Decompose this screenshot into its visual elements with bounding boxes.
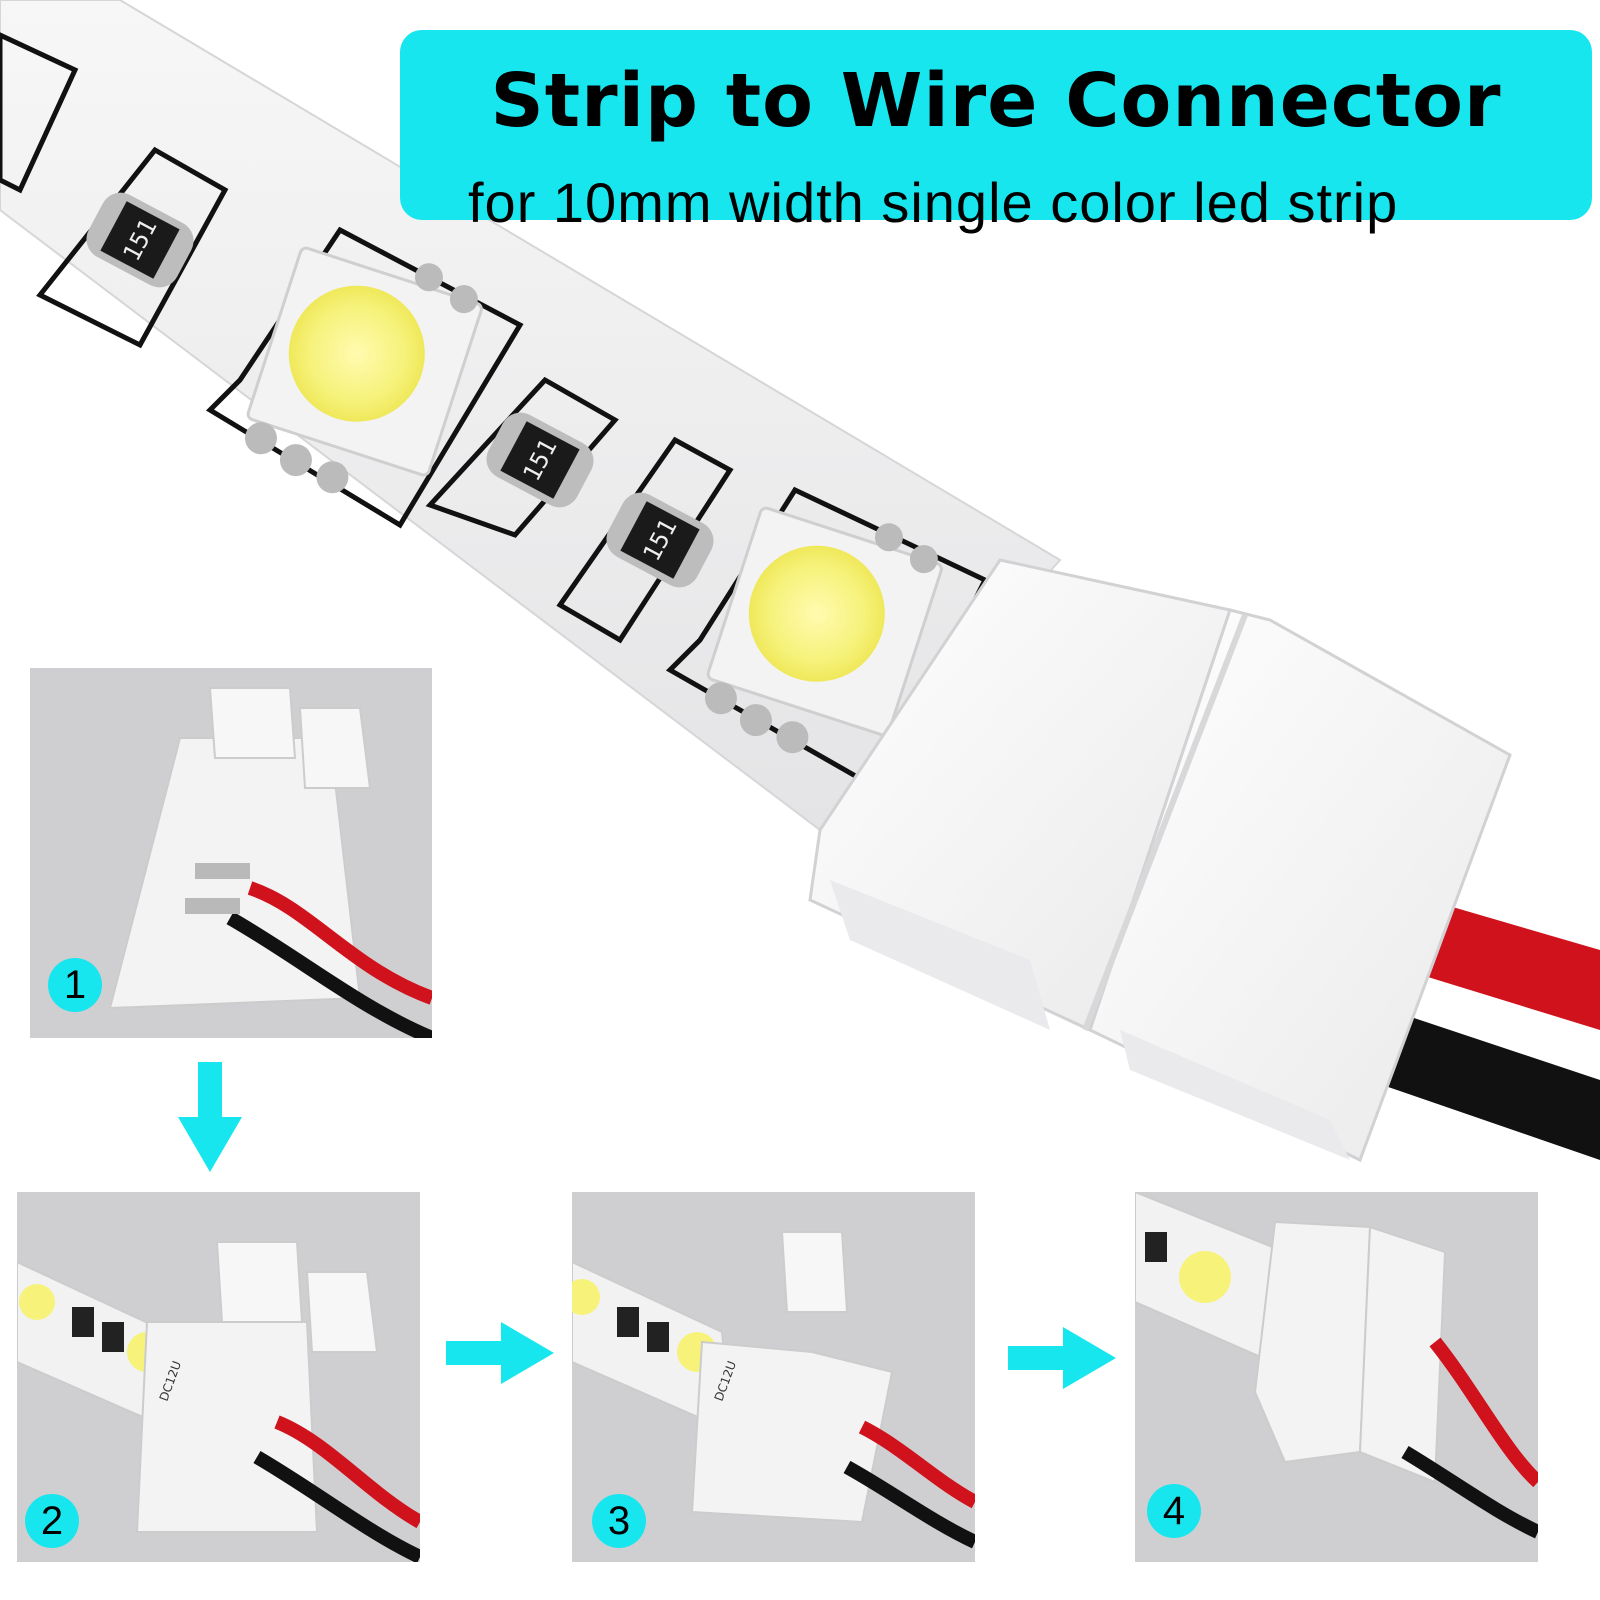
arrow-right-icon xyxy=(1008,1327,1116,1389)
step-3-panel: DC12U 3 xyxy=(572,1192,975,1562)
step-1-photo xyxy=(108,687,432,1038)
led-chip-2 xyxy=(704,506,943,754)
step-3-photo: DC12U xyxy=(572,1231,975,1549)
banner-subtitle: for 10mm width single color led strip xyxy=(468,171,1399,234)
step-4-badge: 4 xyxy=(1147,1484,1201,1538)
step-2-badge: 2 xyxy=(25,1494,79,1548)
strip-pad-outlines xyxy=(0,32,989,794)
title-banner: Strip to Wire Connector for 10mm width s… xyxy=(400,30,1592,234)
connector-clip xyxy=(808,558,1512,1163)
resistor-component-1: 151 xyxy=(86,192,194,288)
arrow-down-icon xyxy=(178,1062,242,1172)
step-4-photo xyxy=(1135,1192,1538,1539)
step-2-photo: DC12U xyxy=(17,1241,420,1562)
arrow-right-icon xyxy=(446,1322,554,1384)
step-2-panel: DC12U 2 xyxy=(17,1192,420,1562)
resistor-component-2: 151 xyxy=(486,412,594,508)
step-1-badge: 1 xyxy=(48,958,102,1012)
led-chip-1 xyxy=(244,246,483,494)
resistor-component-3: 151 xyxy=(606,492,714,588)
banner-title: Strip to Wire Connector xyxy=(490,58,1502,144)
step-1-panel: 1 xyxy=(30,668,432,1038)
step-4-panel: 4 xyxy=(1135,1192,1538,1562)
step-3-badge: 3 xyxy=(592,1494,646,1548)
